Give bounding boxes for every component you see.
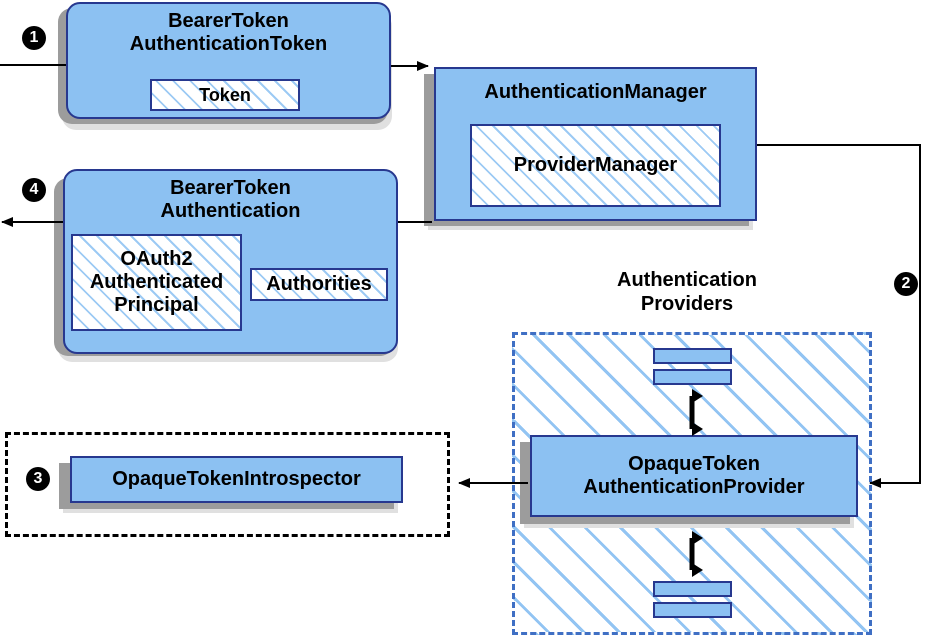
inner-box-provider-manager[interactable]: ProviderManager [470,124,721,207]
provider-stub-bar-top-2 [653,369,732,385]
badge-step-4-label: 4 [29,181,39,198]
badge-step-1: 1 [22,26,46,50]
box-title-line2: AuthenticationToken [129,33,328,56]
box-title-line1: BearerToken [170,177,291,199]
badge-step-2-label: 2 [901,275,911,292]
box-opaque-token-authentication-provider[interactable]: OpaqueToken AuthenticationProvider [530,435,858,517]
badge-step-3: 3 [26,467,50,491]
box-opaque-token-introspector[interactable]: OpaqueTokenIntrospector [70,456,403,503]
provider-stub-bar-bottom-2 [653,602,732,618]
box-title-authentication-manager: AuthenticationManager [484,81,707,103]
box-title-line2: AuthenticationProvider [583,476,805,498]
principal-line3: Principal [114,294,199,317]
provider-stub-bar-top-1 [653,348,732,364]
box-title-line2: Authentication [160,200,301,223]
group-opaque-token-introspector-container [5,432,450,537]
group-label-line1: Authentication [617,269,757,291]
badge-step-1-label: 1 [29,29,39,46]
badge-step-2: 2 [894,272,918,296]
group-label-authentication-providers: Authentication Providers [562,268,812,316]
inner-box-oauth2-authenticated-principal[interactable]: OAuth2 Authenticated Principal [71,234,242,331]
box-title-opaque-token-introspector: OpaqueTokenIntrospector [112,467,361,490]
inner-box-authorities-label: Authorities [266,272,372,295]
inner-box-provider-manager-label: ProviderManager [513,153,678,176]
principal-line2: Authenticated [89,270,224,293]
inner-box-token-label: Token [199,84,251,105]
provider-stub-bar-bottom-1 [653,581,732,597]
inner-box-token[interactable]: Token [150,79,300,111]
box-title-line1: OpaqueToken [628,452,760,475]
badge-step-4: 4 [22,178,46,202]
inner-box-authorities[interactable]: Authorities [250,268,388,301]
box-title-line1: BearerToken [168,10,289,32]
principal-line1: OAuth2 [120,247,193,270]
group-label-line2: Providers [640,293,734,315]
badge-step-3-label: 3 [33,470,43,487]
